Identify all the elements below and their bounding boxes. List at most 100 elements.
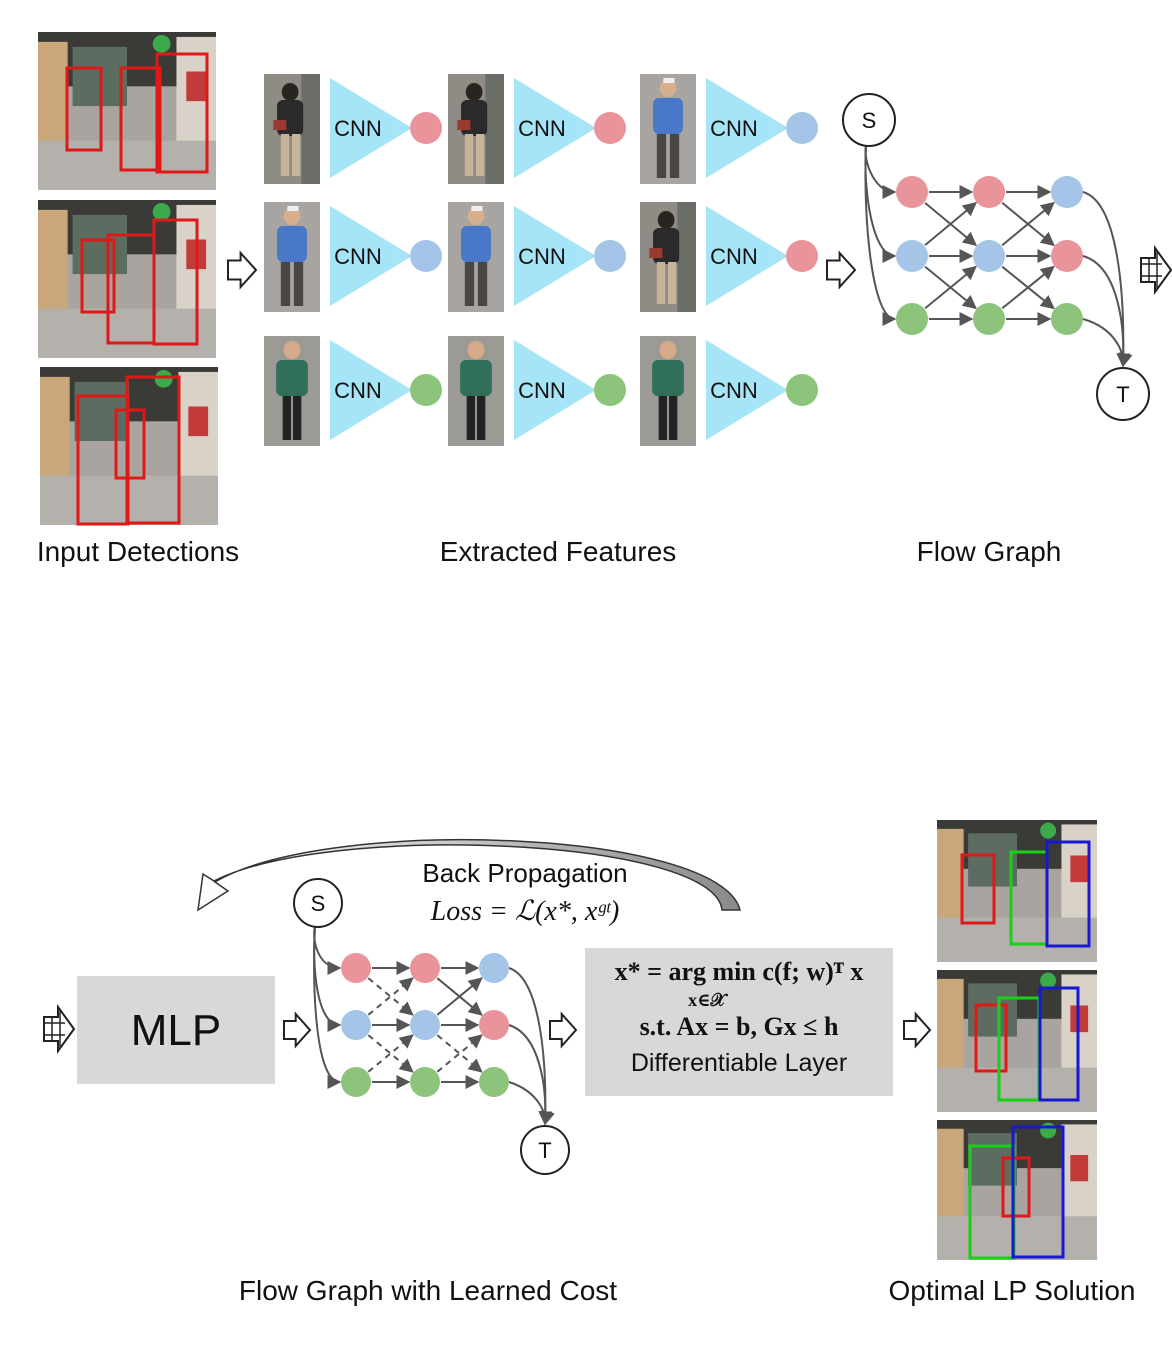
person-crop — [448, 336, 504, 446]
cnn-label: CNN — [334, 244, 382, 269]
cnn-triangle — [514, 78, 596, 178]
feature-node — [410, 240, 442, 272]
cnn-label: CNN — [710, 116, 758, 141]
source-label: S — [311, 891, 326, 916]
sink-edge — [508, 1081, 555, 1126]
cnn-triangle — [706, 78, 788, 178]
feature-unit: CNN — [448, 336, 626, 446]
feature-unit: CNN — [264, 336, 442, 446]
bottom-arrows — [283, 1011, 932, 1049]
grid-continue-icon-left — [43, 1003, 76, 1055]
cnn-triangle — [330, 340, 412, 440]
sink-node — [1096, 367, 1150, 421]
cnn-triangle — [706, 206, 788, 306]
feature-unit: CNN — [640, 202, 818, 312]
feature-node — [786, 240, 818, 272]
sink-label: T — [538, 1138, 551, 1163]
source-label: S — [862, 108, 877, 133]
top-arrows — [227, 250, 857, 290]
person-crop — [264, 336, 320, 446]
cnn-triangle — [514, 206, 596, 306]
feature-unit: CNN — [448, 202, 626, 312]
output-frame-2 — [937, 970, 1097, 1112]
person-crop — [640, 202, 696, 312]
objective-equation: x* = arg min c(f; w)ᵀ x — [615, 957, 864, 986]
flow-edge — [436, 977, 483, 1016]
source-edge — [313, 926, 342, 1089]
person-crop — [640, 336, 696, 446]
differentiable-layer-label: Differentiable Layer — [631, 1049, 847, 1077]
output-frame-3 — [937, 1120, 1097, 1260]
sink-edge — [508, 967, 553, 1126]
graph-node — [410, 953, 440, 983]
feature-unit: CNN — [264, 202, 442, 312]
hollow-arrow — [826, 250, 857, 290]
graph-node — [973, 303, 1005, 335]
hollow-arrow — [227, 250, 258, 290]
feature-unit: CNN — [640, 74, 818, 184]
sink-node — [520, 1125, 570, 1175]
mlp-block: MLP — [77, 976, 275, 1084]
cnn-label: CNN — [334, 116, 382, 141]
feature-node — [786, 112, 818, 144]
graph-node — [479, 953, 509, 983]
graph-node — [896, 176, 928, 208]
hollow-arrow — [903, 1011, 932, 1049]
feature-unit: CNN — [448, 74, 626, 184]
cnn-triangle — [514, 340, 596, 440]
sink-edge — [1082, 255, 1131, 368]
caption-optimal-solution: Optimal LP Solution — [889, 1275, 1136, 1306]
graph-node — [1051, 303, 1083, 335]
flow-edge — [367, 977, 414, 1016]
source-node — [293, 878, 343, 928]
sink-edge — [1082, 318, 1133, 368]
graph-node — [973, 240, 1005, 272]
caption-input-detections: Input Detections — [37, 536, 239, 567]
loss-equation: Loss = ℒ(x*, xᵍᵗ) — [430, 896, 620, 927]
flow-edge — [367, 1034, 414, 1073]
input-frame-2 — [38, 200, 216, 358]
feature-unit: CNN — [264, 74, 442, 184]
feature-node — [594, 112, 626, 144]
flow-edge — [1001, 265, 1055, 310]
cnn-triangle — [330, 78, 412, 178]
flow-edge — [1001, 201, 1055, 246]
graph-node — [973, 176, 1005, 208]
caption-learned-cost: Flow Graph with Learned Cost — [239, 1275, 617, 1306]
source-edge — [313, 926, 342, 1032]
person-crop — [640, 74, 696, 184]
graph-node — [479, 1010, 509, 1040]
graph-node — [1051, 176, 1083, 208]
flow-edge — [367, 1034, 414, 1073]
optimal-solution-frames — [937, 820, 1097, 1260]
mlp-label: MLP — [131, 1006, 221, 1055]
graph-node — [410, 1010, 440, 1040]
flow-edge — [436, 1034, 483, 1073]
feature-node — [410, 374, 442, 406]
graph-node — [896, 303, 928, 335]
input-frame-3 — [40, 367, 218, 526]
graph-node — [1051, 240, 1083, 272]
graph-node — [479, 1067, 509, 1097]
cnn-label: CNN — [518, 244, 566, 269]
feature-node — [410, 112, 442, 144]
graph-node — [341, 1010, 371, 1040]
source-edge — [864, 145, 897, 326]
source-edge — [313, 926, 342, 975]
cnn-label: CNN — [518, 116, 566, 141]
objective-domain: x∈𝒳 — [688, 990, 728, 1010]
feature-node — [594, 240, 626, 272]
hollow-arrow — [283, 1011, 312, 1049]
feature-node — [594, 374, 626, 406]
caption-flow-graph: Flow Graph — [917, 536, 1062, 567]
output-frame-1 — [937, 820, 1097, 962]
differentiable-layer: x* = arg min c(f; w)ᵀ x x∈𝒳 s.t. Ax = b,… — [585, 948, 893, 1096]
graph-node — [341, 953, 371, 983]
sink-edge — [508, 1024, 553, 1126]
backprop-arrow — [197, 838, 741, 912]
input-detections — [38, 32, 218, 526]
sink-label: T — [1116, 382, 1129, 407]
cnn-label: CNN — [518, 378, 566, 403]
